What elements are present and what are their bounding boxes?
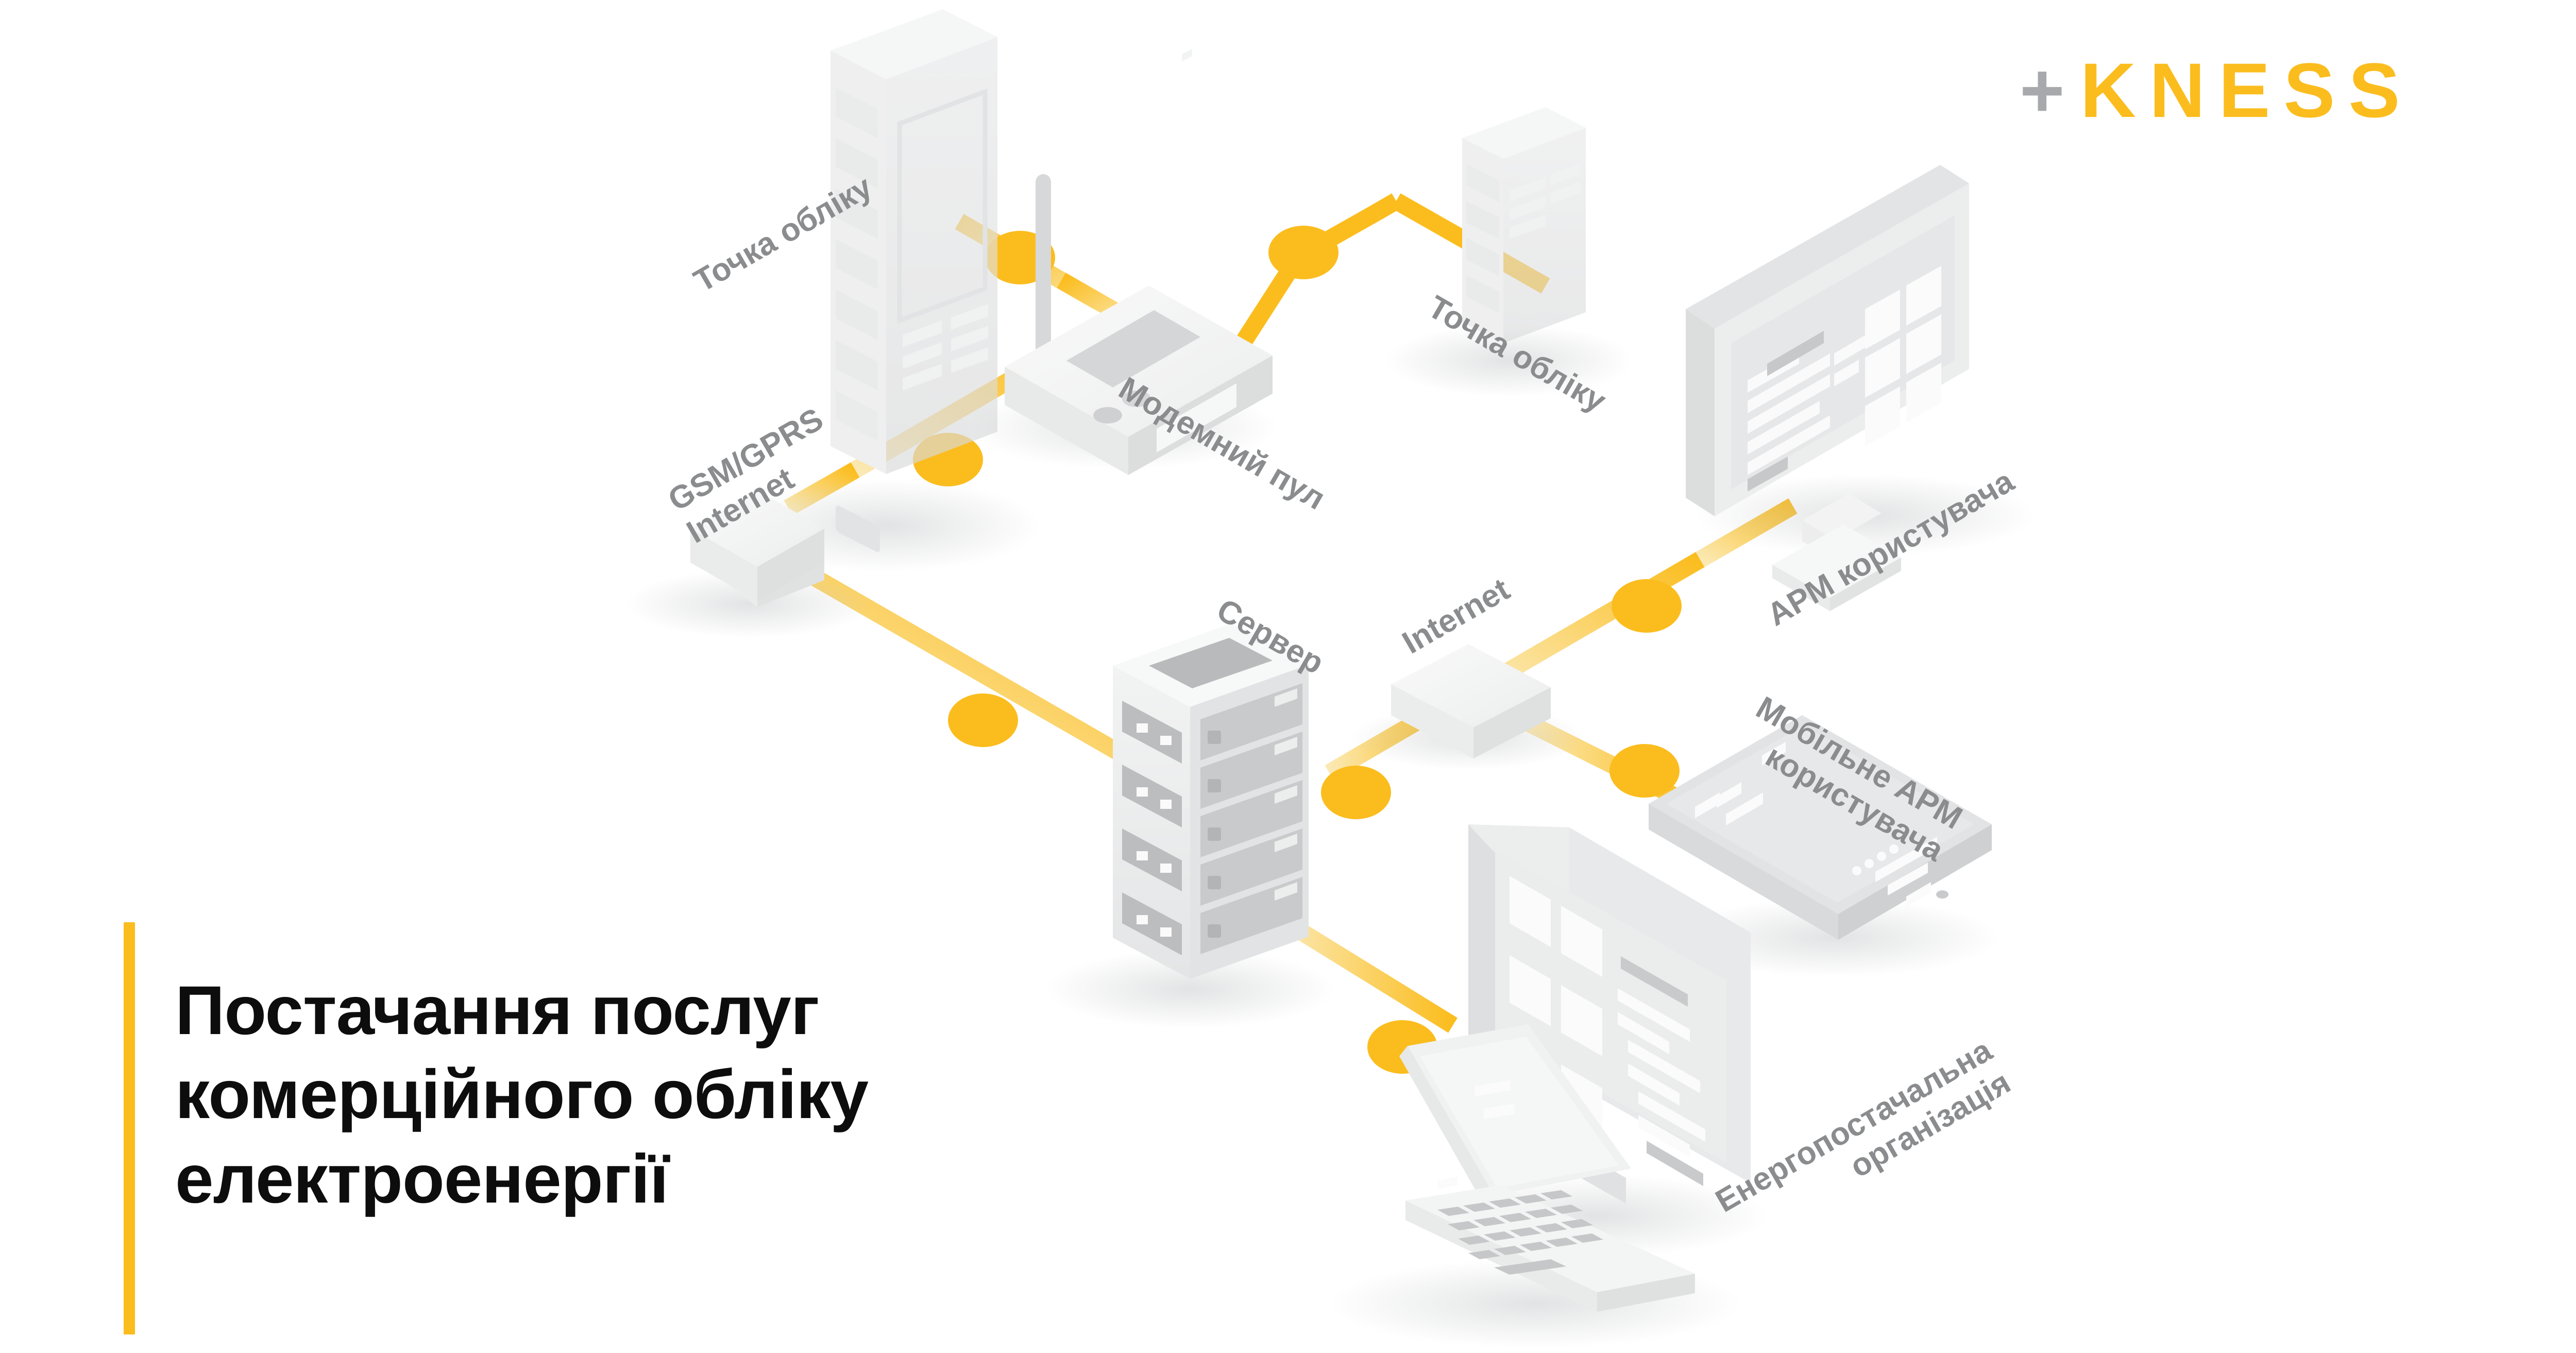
logo-wordmark: KNESS: [2080, 47, 2414, 133]
title-line-3: електроенергії: [175, 1140, 669, 1217]
logo-plus-icon: +: [2020, 47, 2078, 133]
kness-logo[interactable]: + KNESS: [2020, 52, 2413, 129]
title-block: Постачання послуг комерційного обліку ел…: [124, 922, 869, 1334]
title-line-1: Постачання послуг: [175, 972, 820, 1049]
title-line-2: комерційного обліку: [175, 1056, 869, 1134]
title-accent-rule: [124, 922, 135, 1334]
page-title: Постачання послуг комерційного обліку ел…: [175, 969, 869, 1288]
